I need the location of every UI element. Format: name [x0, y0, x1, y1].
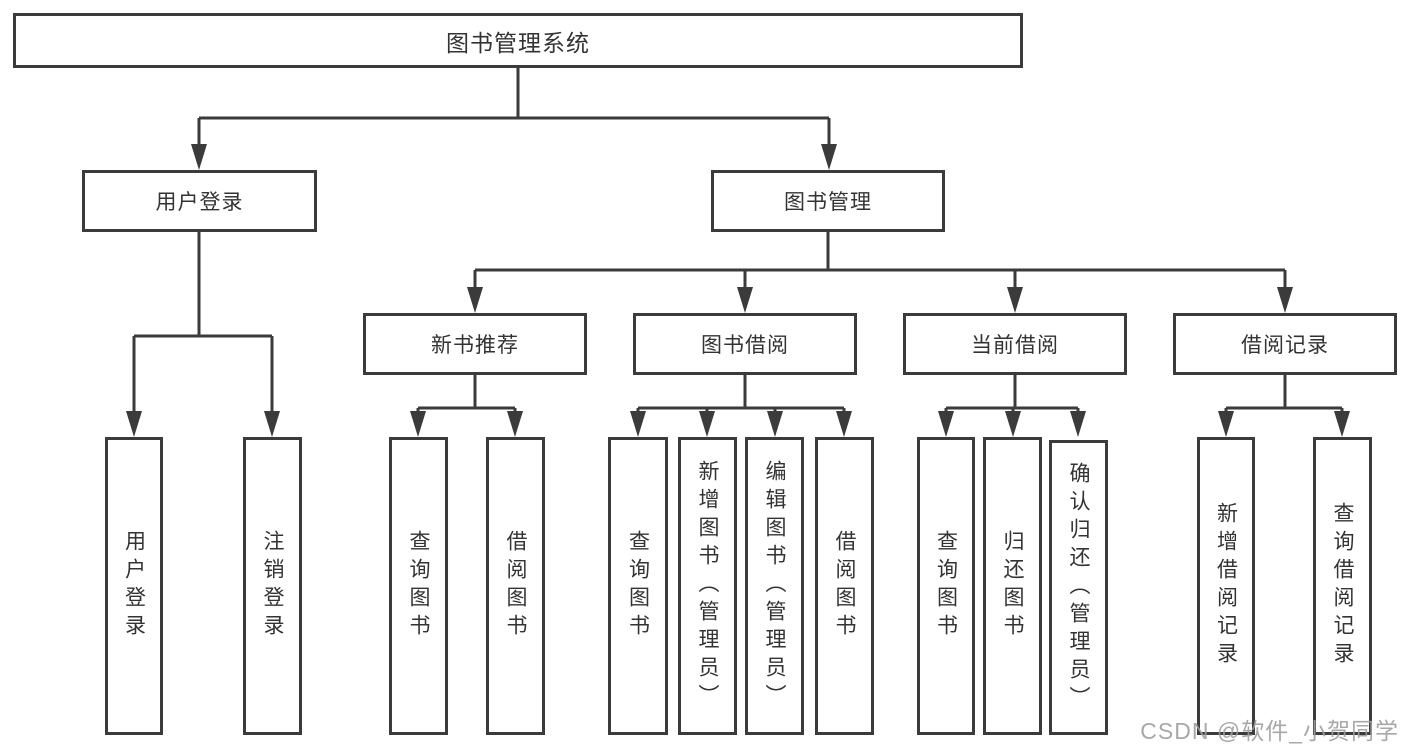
- leaf-query-books: 查询图书: [917, 437, 975, 735]
- leaf-label: 确认归还（管理员）: [1067, 461, 1090, 714]
- node-book-borrow: 图书借阅: [633, 313, 857, 375]
- node-borrow-records: 借阅记录: [1173, 313, 1397, 375]
- leaf-query-books: 查询图书: [389, 437, 448, 735]
- node-current-borrow: 当前借阅: [903, 313, 1127, 375]
- leaf-label: 注销登录: [261, 530, 284, 642]
- leaf-label: 编辑图书（管理员）: [763, 460, 786, 712]
- leaf-confirm-return-admin: 确认归还（管理员）: [1049, 440, 1108, 735]
- leaf-label: 查询图书: [626, 530, 650, 642]
- node-library-management-system: 图书管理系统: [13, 13, 1023, 68]
- leaf-edit-books-admin: 编辑图书（管理员）: [745, 437, 804, 735]
- leaf-label: 借阅图书: [833, 530, 856, 642]
- node-user-login: 用户登录: [82, 170, 317, 232]
- leaf-label: 归还图书: [1001, 530, 1024, 642]
- leaf-borrow-books: 借阅图书: [486, 437, 545, 735]
- leaf-return-books: 归还图书: [983, 437, 1042, 735]
- leaf-label: 用户登录: [122, 530, 146, 642]
- leaf-borrow-books: 借阅图书: [815, 437, 874, 735]
- leaf-query-books: 查询图书: [608, 437, 668, 735]
- leaf-label: 查询图书: [407, 530, 430, 642]
- leaf-label: 借阅图书: [504, 530, 527, 642]
- leaf-logout: 注销登录: [243, 437, 302, 735]
- csdn-watermark: CSDN @软件_小贺同学: [1140, 718, 1399, 744]
- node-new-book-recommend: 新书推荐: [363, 313, 587, 375]
- leaf-add-books-admin: 新增图书（管理员）: [678, 437, 737, 735]
- leaf-query-borrow-record: 查询借阅记录: [1313, 437, 1372, 735]
- node-book-management: 图书管理: [711, 170, 945, 232]
- leaf-label: 查询借阅记录: [1331, 502, 1354, 670]
- leaf-user-login: 用户登录: [105, 437, 163, 735]
- leaf-label: 新增借阅记录: [1214, 502, 1238, 670]
- leaf-add-borrow-record: 新增借阅记录: [1197, 437, 1255, 735]
- leaf-label: 查询图书: [934, 530, 958, 642]
- leaf-label: 新增图书（管理员）: [696, 460, 719, 712]
